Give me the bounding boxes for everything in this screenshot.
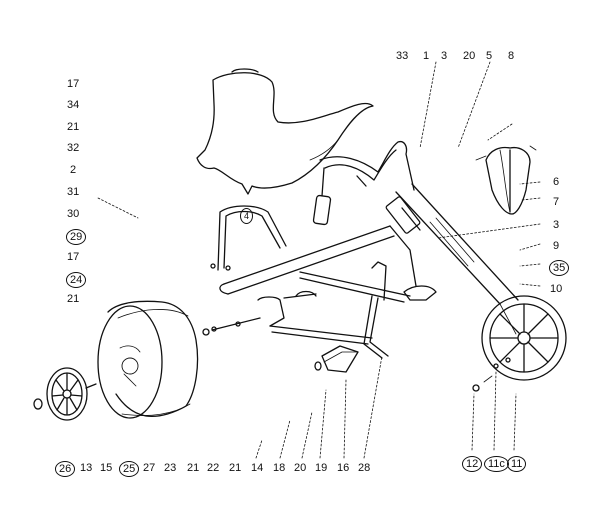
callout-25: 25 (119, 461, 140, 477)
callout-19: 19 (315, 462, 328, 474)
callout-33: 33 (396, 50, 409, 62)
callout-35: 35 (549, 260, 570, 276)
callout-8: 8 (508, 50, 515, 62)
callout-7: 7 (553, 196, 560, 208)
frame-tube (219, 225, 417, 295)
callout-6: 6 (553, 176, 560, 188)
callout-17-upper: 17 (67, 78, 80, 90)
callout-23: 23 (164, 462, 177, 474)
callout-11: 11 (507, 456, 527, 472)
callout-21-bottom-b: 21 (229, 462, 242, 474)
front-wheel (472, 295, 567, 392)
front-fender (475, 145, 537, 215)
callout-14: 14 (251, 462, 264, 474)
callout-29: 29 (66, 229, 87, 245)
callout-27: 27 (143, 462, 156, 474)
callout-28: 28 (358, 462, 371, 474)
pedal (314, 345, 359, 373)
callout-3-right: 3 (553, 219, 560, 231)
callout-32: 32 (67, 142, 80, 154)
callout-9: 9 (553, 240, 560, 252)
callout-3-top: 3 (441, 50, 448, 62)
callout-12: 12 (462, 456, 483, 472)
callout-34: 34 (67, 99, 80, 111)
callout-5: 5 (486, 50, 493, 62)
callout-20-bottom: 20 (294, 462, 307, 474)
callout-16: 16 (337, 462, 350, 474)
callout-4: 4 (240, 208, 254, 224)
callout-31: 31 (67, 186, 80, 198)
rear-strut (363, 295, 389, 359)
callout-18: 18 (273, 462, 286, 474)
callout-26: 26 (55, 461, 76, 477)
callout-2: 2 (70, 164, 77, 176)
callout-10: 10 (550, 283, 563, 295)
callout-21-lower: 21 (67, 293, 80, 305)
callout-22: 22 (207, 462, 220, 474)
leader-lines (97, 61, 541, 459)
callout-1: 1 (423, 50, 430, 62)
callout-21-bottom-a: 21 (187, 462, 200, 474)
handlebar (312, 140, 415, 226)
front-fork (385, 183, 519, 305)
callout-24: 24 (66, 272, 87, 288)
callout-11c: 11c (484, 456, 509, 472)
callout-21-upper: 21 (67, 121, 80, 133)
seat (196, 68, 374, 195)
callout-17-lower: 17 (67, 251, 80, 263)
callout-15: 15 (100, 462, 113, 474)
callout-13: 13 (80, 462, 93, 474)
pedal-crank (299, 261, 437, 303)
callout-20-top: 20 (463, 50, 476, 62)
rear-axle (202, 290, 373, 345)
callout-30: 30 (67, 208, 80, 220)
hub-cap (33, 367, 97, 421)
rear-wheel (97, 300, 199, 419)
